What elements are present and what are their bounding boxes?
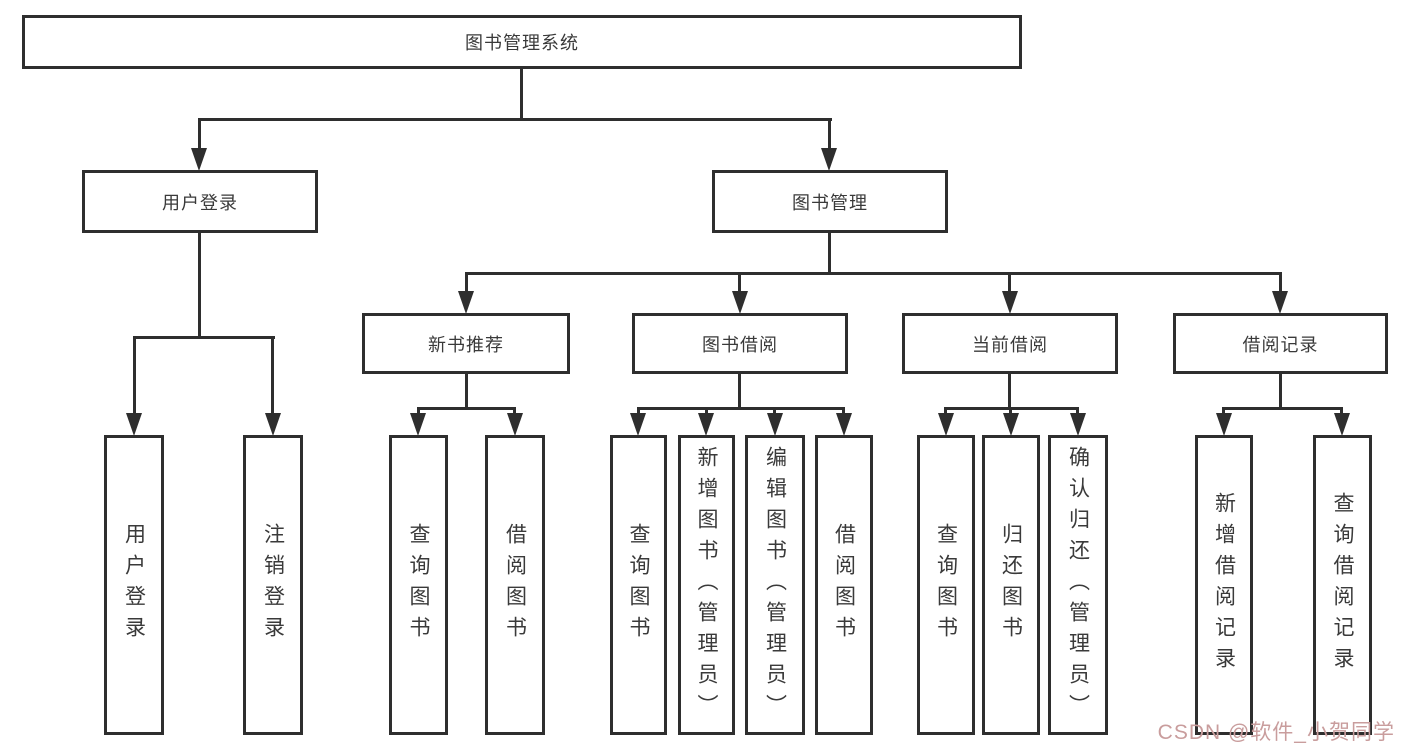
leaf-return-books: 归还图书: [982, 435, 1040, 735]
node-label: 当前借阅: [972, 334, 1048, 355]
connector-line: [1076, 407, 1079, 415]
leaf-label: 借阅图书: [503, 523, 527, 647]
arrow-down-icon: [1334, 413, 1350, 436]
leaf-logout: 注销登录: [243, 435, 303, 735]
connector-line: [417, 407, 420, 415]
leaf-label: 新增图书（管理员）: [695, 445, 718, 725]
connector-line: [738, 374, 741, 410]
arrow-down-icon: [458, 291, 474, 314]
connector-root-bar: [198, 118, 832, 121]
leaf-label: 用户登录: [122, 523, 146, 647]
connector-line: [1222, 407, 1225, 415]
node-label: 用户登录: [162, 192, 238, 213]
leaf-add-books-admin: 新增图书（管理员）: [678, 435, 735, 735]
arrow-down-icon: [507, 413, 523, 436]
arrow-down-icon: [698, 413, 714, 436]
connector-line: [133, 336, 136, 416]
leaf-borrow-books-recommend: 借阅图书: [485, 435, 545, 735]
leaf-label: 借阅图书: [832, 523, 856, 647]
node-library-management-system: 图书管理系统: [22, 15, 1022, 69]
node-book-management: 图书管理: [712, 170, 948, 233]
node-user-login: 用户登录: [82, 170, 318, 233]
node-label: 新书推荐: [428, 334, 504, 355]
leaf-query-books-current: 查询图书: [917, 435, 975, 735]
arrow-down-icon: [410, 413, 426, 436]
connector-line: [1279, 374, 1282, 410]
leaf-label: 查询图书: [934, 523, 958, 647]
arrow-down-icon: [126, 413, 142, 436]
leaf-query-books-recommend: 查询图书: [389, 435, 448, 735]
leaf-borrow-books: 借阅图书: [815, 435, 873, 735]
arrow-down-icon: [1002, 291, 1018, 314]
leaf-user-login: 用户登录: [104, 435, 164, 735]
leaf-label: 查询图书: [407, 523, 430, 647]
connector-book-management-drop: [828, 233, 831, 274]
arrow-down-icon: [1070, 413, 1086, 436]
node-label: 图书管理: [792, 192, 868, 213]
connector-user-login-bar: [133, 336, 275, 339]
connector-book-management-bar: [466, 272, 1282, 275]
leaf-label: 注销登录: [261, 523, 285, 647]
arrow-down-icon: [630, 413, 646, 436]
arrow-down-icon: [1272, 291, 1288, 314]
connector-to-user-login: [198, 118, 201, 154]
connector-to-book-management: [828, 118, 831, 154]
node-new-book-recommend: 新书推荐: [362, 313, 570, 374]
arrow-down-icon: [836, 413, 852, 436]
leaf-query-borrow-record: 查询借阅记录: [1313, 435, 1372, 735]
connector-line: [1008, 374, 1011, 410]
connector-line: [1279, 272, 1282, 294]
leaf-edit-books-admin: 编辑图书（管理员）: [745, 435, 805, 735]
arrow-down-icon: [767, 413, 783, 436]
watermark: CSDN @软件_小贺同学: [1157, 721, 1395, 744]
connector-line: [637, 407, 845, 410]
node-label: 图书借阅: [702, 334, 778, 355]
leaf-query-books-borrowing: 查询图书: [610, 435, 667, 735]
leaf-add-borrow-record: 新增借阅记录: [1195, 435, 1253, 735]
connector-line: [738, 272, 741, 294]
connector-user-login-drop: [198, 233, 201, 339]
leaf-label: 归还图书: [999, 523, 1023, 647]
connector-line: [1009, 407, 1012, 415]
connector-line: [1008, 272, 1011, 294]
connector-line: [271, 336, 274, 416]
connector-line: [1340, 407, 1343, 415]
arrow-down-icon: [265, 413, 281, 436]
arrow-down-icon: [938, 413, 954, 436]
connector-line: [637, 407, 640, 415]
arrow-down-icon: [821, 148, 837, 171]
leaf-label: 查询图书: [627, 523, 650, 647]
arrow-down-icon: [732, 291, 748, 314]
node-label: 借阅记录: [1242, 334, 1319, 355]
node-current-borrowing: 当前借阅: [902, 313, 1118, 374]
connector-line: [465, 272, 468, 294]
leaf-label: 新增借阅记录: [1212, 492, 1236, 678]
connector-line: [465, 374, 468, 410]
arrow-down-icon: [1003, 413, 1019, 436]
node-borrowing-records: 借阅记录: [1173, 313, 1388, 374]
connector-line: [417, 407, 516, 410]
leaf-label: 编辑图书（管理员）: [763, 445, 787, 725]
leaf-label: 确认归还（管理员）: [1066, 445, 1090, 725]
connector-line: [1223, 407, 1343, 410]
connector-line: [944, 407, 947, 415]
arrow-down-icon: [191, 148, 207, 171]
node-book-borrowing: 图书借阅: [632, 313, 848, 374]
connector-line: [773, 407, 776, 415]
connector-line: [705, 407, 708, 415]
arrow-down-icon: [1216, 413, 1232, 436]
connector-line: [513, 407, 516, 415]
connector-root-drop: [520, 69, 523, 120]
node-label: 图书管理系统: [465, 33, 579, 53]
leaf-confirm-return-admin: 确认归还（管理员）: [1048, 435, 1108, 735]
connector-line: [842, 407, 845, 415]
leaf-label: 查询借阅记录: [1331, 492, 1354, 678]
